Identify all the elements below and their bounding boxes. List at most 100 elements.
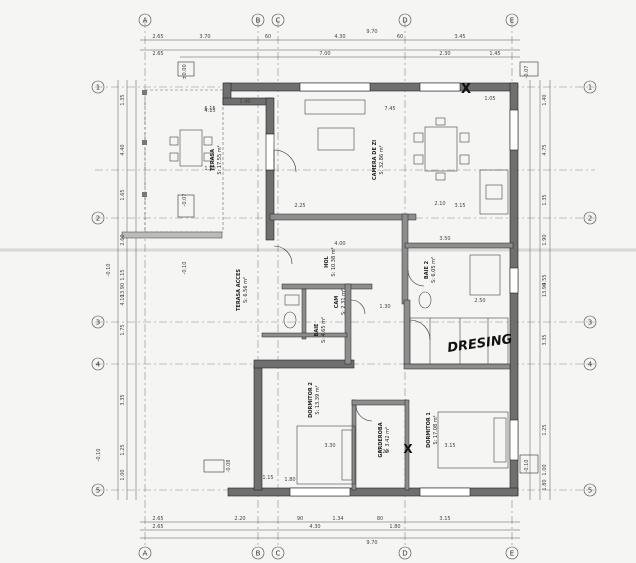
axis-2-right: 2 [588,215,592,223]
dim-inner-4: 2.25 [294,203,305,209]
room-camera-zi-name: CAMERA DE ZI [372,140,378,180]
dim-top-2-3: 1.45 [489,51,500,57]
room-garderoba-area: S: 3.42 m² [385,427,391,453]
axis-1-right-circle [583,80,597,94]
dim-left-10: 1.00 [120,469,126,480]
axis-3-left-circle [91,315,105,329]
room-hol-name: HOL [324,255,330,267]
dim-inner-12: 1.15 [262,475,273,481]
axis-5-right: 5 [588,487,592,495]
axis-b-bottom-circle [251,546,265,560]
room-dormitor1-name: DORMITOR 1 [426,412,432,448]
level-0: -0.10 [182,262,188,275]
dim-top-1-3: 4.30 [334,34,345,40]
room-baie-name: BAIE [314,323,320,337]
dim-left-8: 3.35 [120,394,126,405]
axis-4-right-circle [583,357,597,371]
dim-left-0: 1.35 [120,94,126,105]
dim-left-1: 4.40 [120,144,126,155]
dim-inner-10: 1.20 [377,449,388,455]
axis-3-right: 3 [588,319,592,327]
dim-top-total: 9.70 [366,29,377,35]
room-garderoba-name: GARDEROBA [378,422,384,457]
interior-walls [261,213,514,491]
level-1: -0.07 [182,194,188,207]
doors [273,149,431,422]
windows [265,82,519,497]
dim-inner-14: 3.50 [439,236,450,242]
dressing-annotation: DRESING [446,332,513,356]
axis-a-top-circle [138,13,152,27]
axis-e-top: E [510,17,514,25]
axis-c-top: C [276,17,281,25]
axis-c-top-circle [271,13,285,27]
room-dormitor2-area: S: 13.39 m² [315,385,321,414]
room-cam-area: S: 2.31 m² [341,289,347,315]
dim-right-9: 1.80 [542,479,548,490]
axis-a-bottom: A [143,550,148,558]
dim-left-7: 1.75 [120,324,126,335]
axis-d-top-circle [398,13,412,27]
axis-e-bottom-circle [505,546,519,560]
dim-inner-1: 7.45 [384,106,395,112]
dim-right-7: 1.25 [542,424,548,435]
dim-right-4: 4.55 [542,274,548,285]
axis-d-bottom-circle [398,546,412,560]
dim-inner-6: 4.00 [334,241,345,247]
axis-e-top-circle [505,13,519,27]
dim-left-4: 1.15 [120,269,126,280]
dim-right-1: 4.75 [542,144,548,155]
dim-bottom-1-2: 90 [297,516,303,522]
room-dormitor1-area: S: 17.08 m² [433,415,439,444]
dim-bottom-1-5: 3.15 [439,516,450,522]
room-dormitor2-name: DORMITOR 2 [308,382,314,418]
axis-e-bottom: E [510,550,514,558]
axis-1-right: 1 [588,84,592,92]
axis-2-left-circle [91,211,105,225]
dim-left-6: 13.90 [120,283,126,297]
level-4: ±0.00 [182,64,188,79]
dim-inner-15: 1.50 [204,166,215,172]
dim-right-6: 13.90 [542,283,548,297]
room-baie2-area: S: 6.05 m² [431,257,437,283]
room-terasa-name: TERASA [210,149,216,171]
terrace-outline [121,89,224,239]
dim-inner-8: 3.30 [324,443,335,449]
room-cam-name: CAM [334,296,340,309]
dim-top-1-5: 3.45 [454,34,465,40]
dim-left-3: 2.60 [120,234,126,245]
dim-inner-0: 6.15 [204,106,215,112]
axis-d-bottom: D [402,550,407,558]
dim-bottom-1-4: 80 [377,516,383,522]
level-6: -0.10 [106,264,112,277]
dim-inner-5: 3.15 [454,203,465,209]
dim-top-1-0: 2.65 [152,34,163,40]
axis-1-left: 1 [96,84,100,92]
axis-3-left: 3 [96,319,100,327]
dim-bottom-1-0: 2.65 [152,516,163,522]
room-terasa-area: S: 17.55 m² [217,145,223,174]
level-2: -0.08 [226,460,232,473]
axis-a-bottom-circle [138,546,152,560]
x-mark-top: X [461,82,471,97]
dim-right-2: 1.35 [542,194,548,205]
dim-inner-13: 2.50 [474,298,485,304]
axis-2-right-circle [583,211,597,225]
level-5: -0.07 [524,66,530,79]
dim-bottom-total: 9.70 [366,540,377,546]
axis-c-bottom-circle [271,546,285,560]
dim-left-9: 1.25 [120,444,126,455]
room-terasa-acces-name: TERASA ACCES [236,269,242,311]
room-terasa-acces-area: S: 6.56 m² [243,277,249,303]
axis-b-top-circle [251,13,265,27]
axis-4-left: 4 [96,361,101,369]
dim-right-3: 1.90 [542,234,548,245]
room-hol-area: S: 10.38 m² [331,247,337,276]
level-markers [177,61,539,474]
dim-inner-11: 1.80 [284,477,295,483]
dim-top-1-4: 60 [397,34,403,40]
axis-b-bottom: B [256,550,261,558]
room-camera-zi-area: S: 32.86 m² [379,145,385,174]
